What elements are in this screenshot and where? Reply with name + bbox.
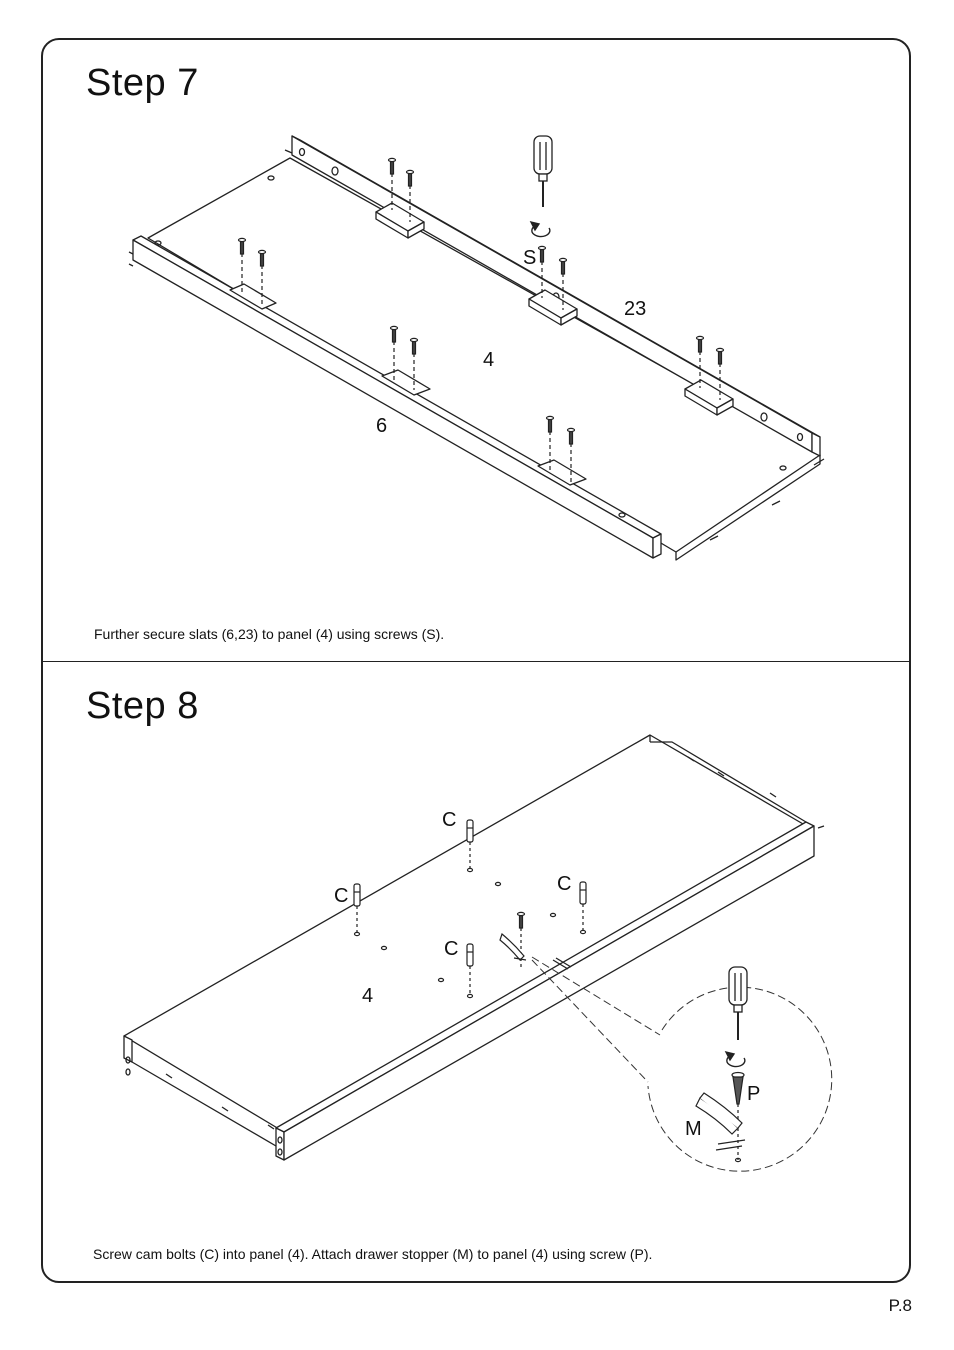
page-frame <box>41 38 911 1283</box>
cam-bolt-c-label: C <box>444 938 458 960</box>
step-divider <box>43 661 909 662</box>
screw-icon <box>387 157 397 210</box>
panel-holes <box>380 881 557 983</box>
step7-caption: Further secure slats (6,23) to panel (4)… <box>94 626 445 642</box>
screw-icon <box>237 237 247 292</box>
cam-bolts <box>353 819 587 999</box>
screws-s <box>237 157 725 482</box>
screw-icon <box>566 427 576 482</box>
screw-icon <box>409 337 419 390</box>
screw-icon <box>405 169 415 222</box>
drawer-stopper-detail <box>695 1092 746 1151</box>
step8-caption: Screw cam bolts (C) into panel (4). Atta… <box>93 1246 653 1262</box>
screwdriver-icon <box>728 966 748 1040</box>
screw-icon <box>257 249 267 304</box>
screw-p-icon <box>731 1071 745 1163</box>
screw-icon <box>389 325 399 380</box>
screw-icon <box>695 335 705 388</box>
cam-bolt-icon <box>579 881 587 935</box>
detail-callout <box>531 956 833 1172</box>
front-slat <box>275 821 815 1161</box>
cam-bolt-icon <box>466 943 474 999</box>
screw-s-label: S <box>523 247 536 269</box>
screw-icon <box>715 347 725 400</box>
cleats <box>229 202 734 486</box>
left-slat-end <box>123 1035 283 1156</box>
cam-bolt-c-label: C <box>557 873 571 895</box>
panel-4 <box>123 734 811 1133</box>
panel-4-label: 4 <box>362 985 373 1007</box>
screw-icon <box>545 415 555 470</box>
screw-icon <box>537 245 547 298</box>
slat-23-label: 23 <box>624 298 646 320</box>
drawer-stopper-on-panel <box>499 911 527 968</box>
rotate-clockwise-icon <box>724 1050 746 1068</box>
dowel-pins <box>128 149 825 541</box>
dowel-pins <box>165 735 825 1130</box>
panel-4-label: 4 <box>483 349 494 371</box>
cam-bolt-icon <box>466 819 474 873</box>
screwdriver-icon <box>533 135 553 207</box>
screw-p-label: P <box>747 1083 760 1105</box>
screw-icon <box>558 257 568 310</box>
slat-6-label: 6 <box>376 415 387 437</box>
step7-title: Step 7 <box>86 62 199 104</box>
cam-bolt-icon <box>353 883 361 937</box>
cam-bolt-c-label: C <box>442 809 456 831</box>
stopper-m-label: M <box>685 1118 702 1140</box>
page-number: P.8 <box>888 1296 912 1315</box>
step8-title: Step 8 <box>86 685 199 727</box>
rotate-clockwise-icon <box>529 220 551 238</box>
cam-bolt-c-label: C <box>334 885 348 907</box>
